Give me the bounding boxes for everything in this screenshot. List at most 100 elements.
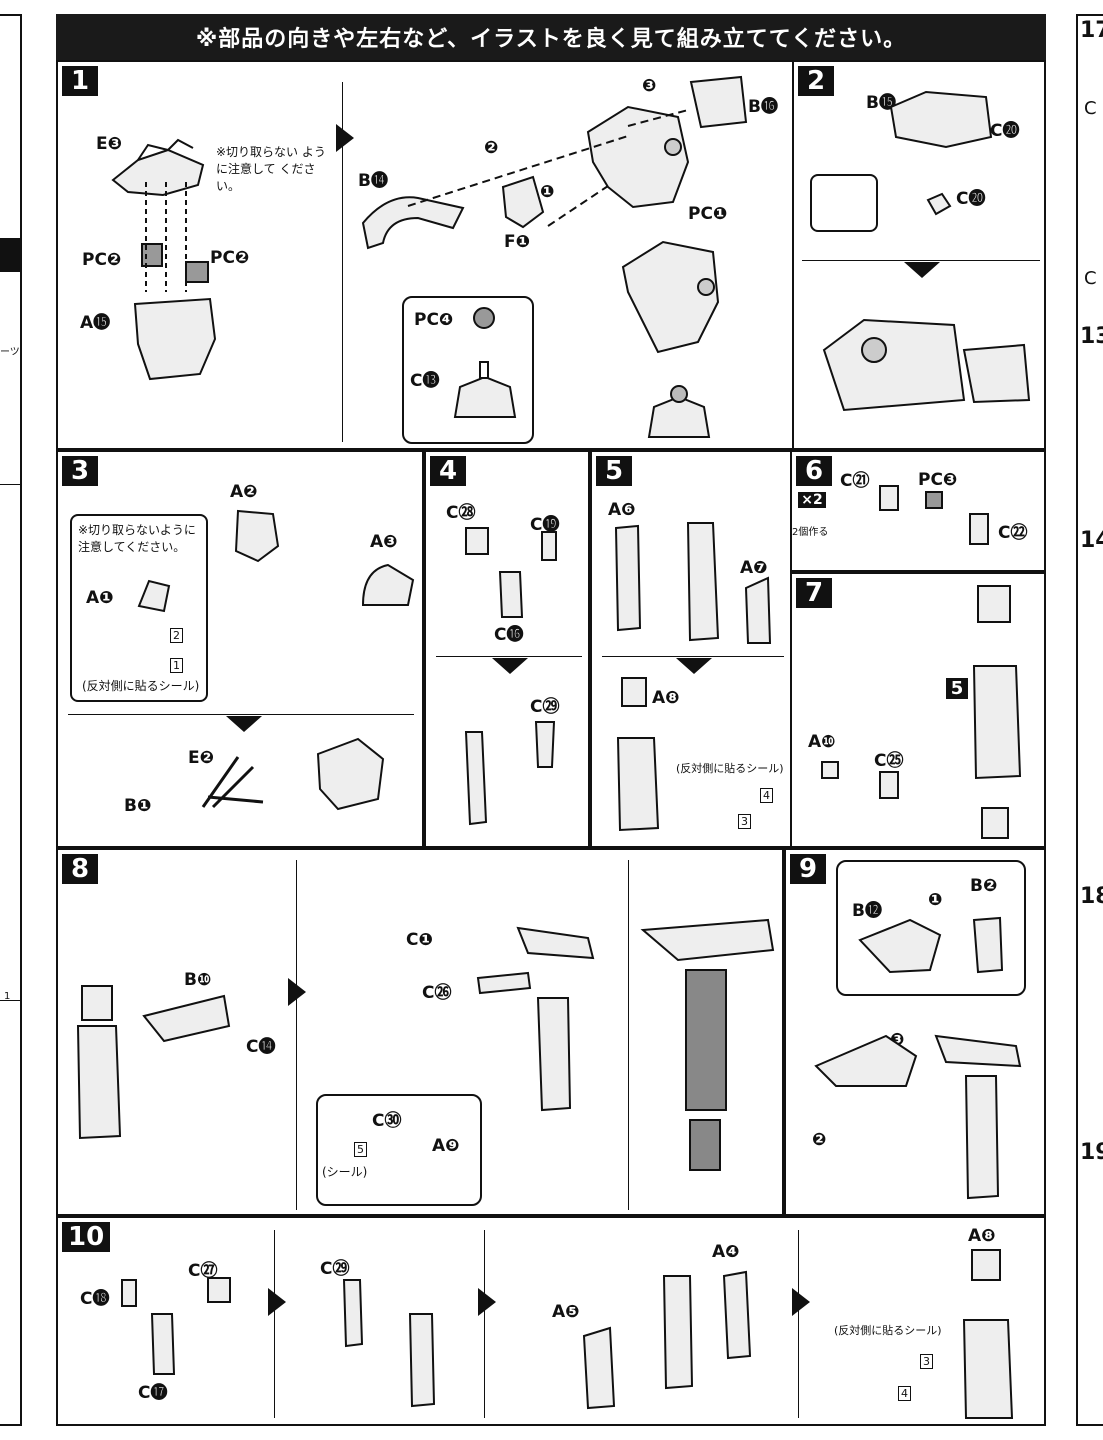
step-number: 10 [62,1222,111,1252]
thigh-assembly-illustration [614,522,772,644]
part-label-c21: C㉑ [840,471,870,491]
part-label-c28: C㉘ [446,503,476,523]
flow-arrow [268,1288,286,1316]
step-10-panel: 10 C⓲ C㉗ C⓱ C㉙ A❹ A❺ A❽ (反対側に貼るシール) 3 4 [56,1216,1046,1426]
step-order-1: ❶ [928,890,943,910]
completed-arm-illustration [640,918,775,1171]
step-number: 1 [62,66,98,96]
zoom-inset [316,1094,482,1206]
flow-arrow [478,1288,496,1316]
part-label-e2: E❷ [188,748,215,768]
part-b16-illustration [689,75,748,129]
step-5-reference: 5 [946,678,968,699]
part-b15-illustration [889,90,993,149]
arm-with-shield-illustration [76,985,231,1140]
step-number: 4 [430,456,466,486]
left-strip-text-2: 1 [4,991,11,1002]
leg-assembly-illustration [464,721,556,826]
sticker-5: 5 [354,1142,367,1157]
right-letter-c: C [1084,268,1097,289]
part-c20-illustration [926,192,952,216]
step-3-panel: 3 A❷ A❸ ※切り取らないように 注意してください。 A❶ 2 1 (反対側… [56,450,424,848]
lower-leg-assembly-illustration [582,1270,752,1410]
step-number: 2 [798,66,834,96]
part-label-pc2: PC❷ [210,248,250,268]
part-label-c13: C⓭ [410,371,440,391]
divider [436,656,582,657]
part-c13-base-illustration [647,385,711,438]
divider [68,714,414,715]
flow-arrow [904,262,940,278]
shoulder-assembly-illustration [476,926,595,1112]
step-9-panel: 9 B⓬ B❷ ❶ ❸ ❷ [784,848,1046,1216]
part-label-a8: A❽ [968,1226,996,1246]
part-label-c20: C⓴ [990,121,1020,141]
head-assembly-illustration [316,737,385,811]
part-e3-illustration [111,138,205,197]
step-number: 6 [796,456,832,486]
sticker-3: 3 [920,1354,933,1369]
reverse-side-sticker-note: (反対側に貼るシール) [834,1324,942,1337]
right-step-14: 14 [1080,528,1103,553]
right-page-strip [1076,14,1103,1426]
part-label-pc1: PC❶ [688,204,728,224]
flow-arrow [288,978,306,1006]
elbow-joint-illustration [879,485,989,545]
part-label-b14: B⓮ [358,171,388,191]
part-label-f1: F❶ [504,232,531,252]
arm-assembly-illustration [972,585,1022,839]
caution-note: ※切り取らない ように注意して ください。 [216,145,326,193]
divider [798,1230,799,1418]
torso-assembly-illustration [586,105,690,209]
part-label-c18: C⓲ [80,1289,110,1309]
divider [602,656,784,657]
part-a15-illustration [133,297,217,381]
part-label-b1: B❶ [124,796,152,816]
step-number: 8 [62,854,98,884]
leg-lower-illustration [616,677,660,832]
part-label-c25: C㉕ [874,751,904,771]
pc4-ball-illustration [473,307,495,329]
part-label-c17: C⓱ [138,1383,168,1403]
step-number: 3 [62,456,98,486]
divider [484,1230,485,1418]
reverse-side-sticker-note: (反対側に貼るシール) [676,762,784,775]
arm-small-parts-illustration [821,761,899,799]
inset-box [402,296,534,444]
part-label-a8: A❽ [652,688,680,708]
right-step-13: 13 [1080,324,1103,349]
divider [296,860,297,1210]
leg-joint-illustration [465,527,557,618]
zoom-inset [836,860,1026,996]
part-label-a1: A❶ [86,588,114,608]
flow-arrow [336,124,354,152]
completed-leg-illustration [962,1249,1014,1419]
step-1-panel: 1 E❸ ※切り取らない ように注意して ください。 PC❷ PC❷ A⓯ B⓮… [56,60,794,450]
caution-banner: ※部品の向きや左右など、イラストを良く見て組み立ててください。 [56,14,1046,60]
assembly-dash-lines [145,182,187,292]
divider [342,82,343,442]
part-label-c22: C㉒ [998,523,1028,543]
part-label-pc4: PC❹ [414,310,454,330]
divider [802,260,1040,261]
part-b14-illustration [361,196,465,250]
part-label-c29: C㉙ [320,1259,350,1279]
step-2-panel: 2 B⓯ C⓴ C⓴ [792,60,1046,450]
part-c13-illustration [453,361,517,418]
sticker-label: (シール) [322,1165,368,1179]
part-label-c26: C㉖ [422,983,452,1003]
part-f1-illustration [501,175,545,229]
part-label-a6: A❻ [608,500,636,520]
shield-parts-illustration [858,916,1004,974]
part-label-b10: B❿ [184,970,212,990]
divider [274,1230,275,1418]
divider [628,860,629,1210]
part-label-c30: C㉚ [372,1111,402,1131]
sticker-3: 3 [738,814,751,829]
right-step-19: 19 [1080,1140,1103,1165]
sticker-4: 4 [898,1386,911,1401]
part-label-b12: B⓬ [852,901,882,921]
step-number: 5 [596,456,632,486]
part-label-c14: C⓮ [246,1037,276,1057]
part-label-c29: C㉙ [530,697,560,717]
